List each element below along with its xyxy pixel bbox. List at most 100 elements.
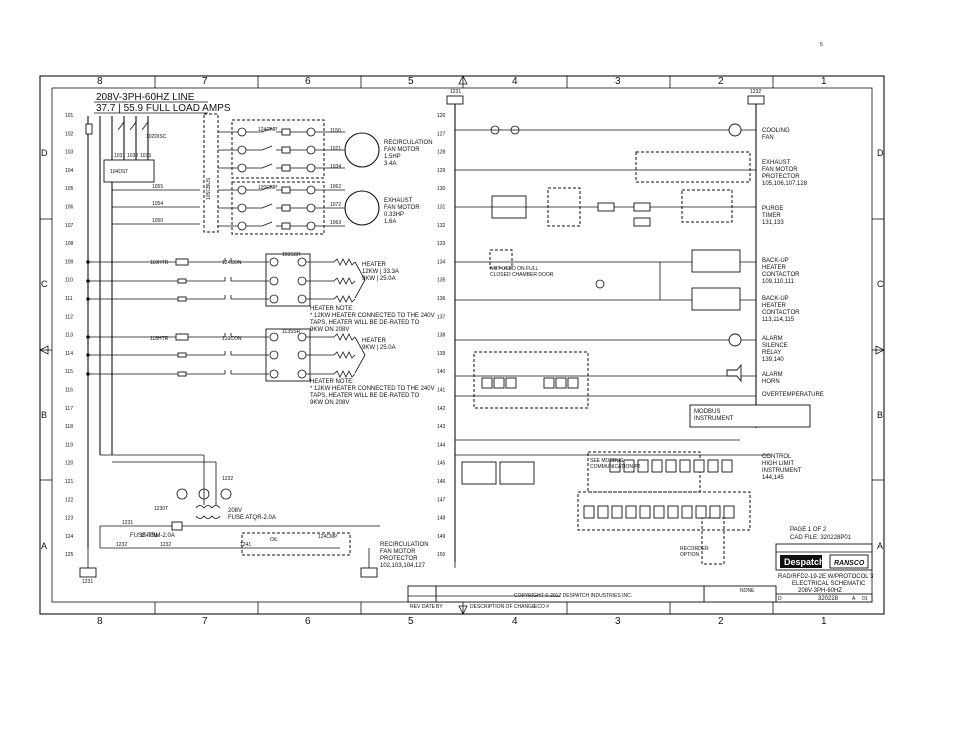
instrument-terminal xyxy=(695,505,707,519)
ssr-terminal xyxy=(269,332,279,342)
rung-number: 147 xyxy=(437,497,446,503)
ssr-2 xyxy=(499,461,535,485)
svg-text:1021: 1021 xyxy=(330,146,341,152)
recirc-motor-label: RECIRCULATION FAN MOTOR 1.5HP 3.4A xyxy=(384,140,434,167)
rung-number: 137 xyxy=(437,314,446,320)
zone-col-bottom: 2 xyxy=(718,616,724,627)
instrument-terminal xyxy=(681,505,693,519)
zone-col-bottom: 3 xyxy=(615,616,621,627)
rung-number: 146 xyxy=(437,479,446,485)
instrument-terminal xyxy=(709,505,721,519)
svg-text:113SSR: 113SSR xyxy=(282,329,301,335)
zone-col-top: 6 xyxy=(305,76,311,87)
heater-fuse xyxy=(177,352,187,358)
terminal xyxy=(306,185,316,195)
zone-col-top: 4 xyxy=(512,76,518,87)
overtemp-label: OVERTEMPERATURE xyxy=(762,392,824,398)
svg-text:1232: 1232 xyxy=(160,542,171,548)
terminal xyxy=(237,203,247,213)
svg-text:1031: 1031 xyxy=(114,153,125,159)
svg-text:1231: 1231 xyxy=(82,579,93,585)
instrument-terminal xyxy=(597,505,609,519)
starter-contact xyxy=(246,145,307,151)
rung-number: 104 xyxy=(65,168,74,174)
contactor-contact xyxy=(224,295,269,300)
backup-contactor-1-label: BACK-UP HEATER CONTACTOR 109,110,111 xyxy=(762,258,801,285)
title-line-2: ELECTRICAL SCHEMATIC xyxy=(792,581,866,587)
terminal-1232-top xyxy=(747,95,765,105)
title-line-1: RAD/RFD2-19-2E W/PROTOCOL 3 xyxy=(778,574,874,580)
terminal-1232-bottom xyxy=(360,567,378,578)
heater-fuse xyxy=(177,278,187,284)
right-rung-numbers: 1261271281291301311321331341351361371381… xyxy=(437,113,446,558)
instrument-terminal xyxy=(625,505,637,519)
ssr-box-1 xyxy=(265,253,311,307)
overload-element xyxy=(281,146,291,154)
instrument-terminal xyxy=(723,505,735,519)
svg-text:1150: 1150 xyxy=(330,128,341,134)
rung-number: 102 xyxy=(65,131,74,137)
despatch-logo xyxy=(780,555,822,568)
motor-fuse-block xyxy=(203,113,219,233)
svg-text:104DST: 104DST xyxy=(110,169,128,175)
heater-fuse xyxy=(177,296,187,302)
rung-number: 110 xyxy=(65,278,73,284)
svg-text:NONE: NONE xyxy=(740,588,755,594)
control-bus-left: 1231 1232 1232 1241 124ICM O/L 124CMP RE… xyxy=(79,520,429,585)
exhaust-protector-label: EXHAUST FAN MOTOR PROTECTOR 105,106,107,… xyxy=(762,160,808,187)
zone-col-top: 5 xyxy=(408,76,414,87)
overload-element xyxy=(281,222,291,230)
heater-delta xyxy=(354,336,366,374)
zone-col-top: 7 xyxy=(202,76,208,87)
zone-col-bottom: 7 xyxy=(202,616,208,627)
rung-number: 133 xyxy=(437,241,446,247)
contactor-contact xyxy=(224,258,269,263)
disconnect-block xyxy=(103,159,155,183)
terminal xyxy=(237,163,247,173)
zone-row-right: B xyxy=(877,410,883,420)
heater-fuse xyxy=(177,371,187,377)
overload-element xyxy=(281,186,291,194)
terminal xyxy=(237,145,247,155)
svg-text:DATE: DATE xyxy=(422,604,436,610)
rung-number: 131 xyxy=(437,205,446,211)
ssr-terminal xyxy=(269,369,279,379)
ssr-terminal xyxy=(269,350,279,360)
backup-coil-1 xyxy=(691,249,741,273)
ssr-terminal xyxy=(269,276,279,286)
rung-number: 128 xyxy=(437,150,446,156)
instrument-terminal xyxy=(665,459,677,473)
rung-number: 108 xyxy=(65,241,74,247)
controller-terminal xyxy=(493,377,505,389)
svg-text:118HTR: 118HTR xyxy=(150,336,169,342)
alarm-horn-label: ALARM HORN xyxy=(762,372,784,385)
rung-number: 125 xyxy=(65,552,74,558)
zone-row-right: C xyxy=(877,279,884,289)
svg-text:ECO #: ECO # xyxy=(534,604,549,610)
instrument-terminal xyxy=(651,459,663,473)
junction-dot xyxy=(86,372,90,376)
instrument-terminal xyxy=(667,505,679,519)
modbus-comm-note: SEE MODBUS COMMUNICATION P2 xyxy=(590,458,641,470)
rung-number: 144 xyxy=(437,442,446,448)
starter-contact xyxy=(246,163,307,169)
cooling-fan-label: COOLING FAN xyxy=(762,128,791,141)
zone-col-top: 2 xyxy=(718,76,724,87)
motor-branch: 1055 1054 1050 105CBUS xyxy=(112,113,219,233)
heater-note-2: HEATER NOTE: * 12KW HEATER CONNECTED TO … xyxy=(310,379,436,406)
rung-number: 142 xyxy=(437,406,446,412)
svg-text:1034: 1034 xyxy=(330,164,341,170)
rung-number: 117 xyxy=(65,406,73,412)
instrument-terminal xyxy=(693,459,705,473)
protocol-controller-box xyxy=(473,351,589,409)
purge-contact-box xyxy=(491,195,527,219)
svg-text:A: A xyxy=(852,596,856,602)
svg-text:1241: 1241 xyxy=(240,542,251,548)
backup-contactor-2-label: BACK-UP HEATER CONTACTOR 113,114,115 xyxy=(762,296,801,323)
svg-text:1033: 1033 xyxy=(140,153,151,159)
heater-element xyxy=(333,351,356,359)
heater-delta xyxy=(354,261,366,299)
exhaust-protector-box xyxy=(635,151,751,183)
